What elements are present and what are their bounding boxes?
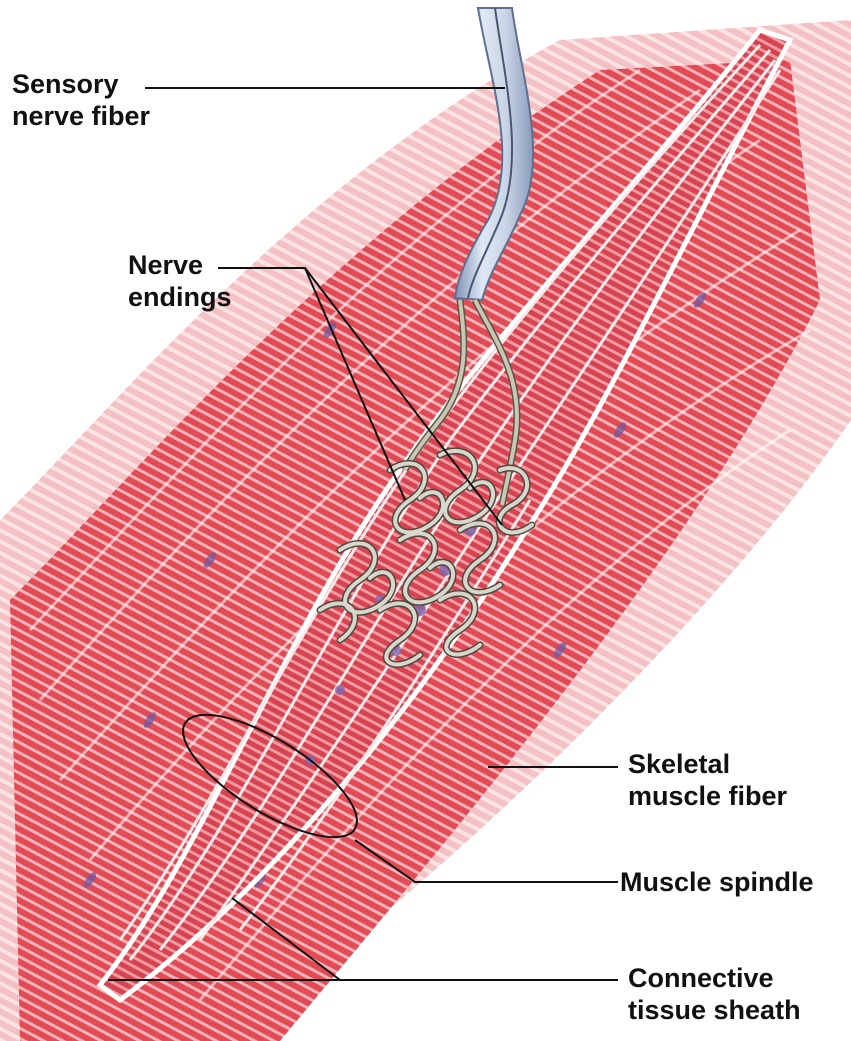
label-connective-tissue-sheath: Connective tissue sheath (628, 962, 801, 1026)
label-muscle-spindle: Muscle spindle (620, 866, 814, 898)
label-connective-tissue-sheath-line1: Connective (628, 962, 801, 994)
label-sensory-nerve-fiber-line1: Sensory (12, 68, 150, 100)
label-sensory-nerve-fiber-line2: nerve fiber (12, 100, 150, 132)
label-muscle-spindle-line1: Muscle spindle (620, 866, 814, 898)
label-skeletal-muscle-fiber-line2: muscle fiber (628, 780, 787, 812)
label-sensory-nerve-fiber: Sensory nerve fiber (12, 68, 150, 132)
label-nerve-endings: Nerve endings (128, 249, 232, 313)
label-connective-tissue-sheath-line2: tissue sheath (628, 994, 801, 1026)
label-skeletal-muscle-fiber-line1: Skeletal (628, 748, 787, 780)
label-skeletal-muscle-fiber: Skeletal muscle fiber (628, 748, 787, 812)
label-nerve-endings-line1: Nerve (128, 249, 232, 281)
label-nerve-endings-line2: endings (128, 281, 232, 313)
